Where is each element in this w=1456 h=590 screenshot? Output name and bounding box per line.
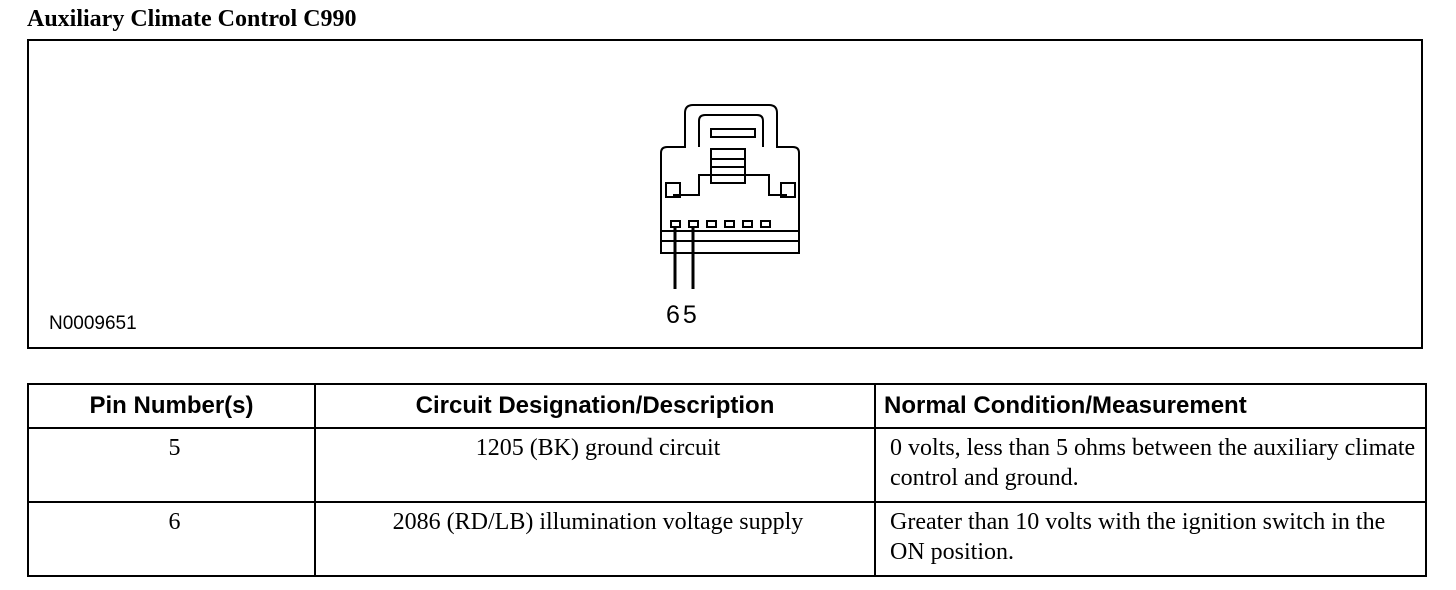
header-measurement: Normal Condition/Measurement — [874, 383, 1427, 429]
connector-latch — [698, 114, 764, 147]
pin-table: Pin Number(s) Circuit Designation/Descri… — [27, 383, 1427, 577]
pin-cavity-6 — [670, 220, 681, 228]
header-pin-number: Pin Number(s) — [27, 383, 316, 429]
table-row: 5 1205 (BK) ground circuit 0 volts, less… — [27, 427, 1427, 503]
cell-measurement: 0 volts, less than 5 ohms between the au… — [874, 427, 1427, 503]
latch-slot — [710, 128, 756, 138]
connector-drawing — [660, 104, 800, 289]
connector-housing — [660, 104, 800, 254]
table-header-row: Pin Number(s) Circuit Designation/Descri… — [27, 383, 1427, 429]
cell-measurement: Greater than 10 volts with the ignition … — [874, 501, 1427, 577]
figure-id: N0009651 — [49, 313, 137, 334]
header-circuit: Circuit Designation/Description — [314, 383, 876, 429]
pin-label-6: 6 — [666, 301, 680, 329]
cell-pin: 6 — [27, 501, 316, 577]
pin-cavity-2 — [742, 220, 753, 228]
table-row: 6 2086 (RD/LB) illumination voltage supp… — [27, 501, 1427, 577]
pin-cavity-1 — [760, 220, 771, 228]
pin-label-5: 5 — [682, 301, 697, 329]
pin-cavity-4 — [706, 220, 717, 228]
left-tab — [665, 182, 681, 198]
cell-pin: 5 — [27, 427, 316, 503]
pin-cavity-5 — [688, 220, 699, 228]
cell-circuit: 2086 (RD/LB) illumination voltage supply — [314, 501, 876, 577]
page-title: Auxiliary Climate Control C990 — [27, 6, 357, 32]
pin-cavity-3 — [724, 220, 735, 228]
right-tab — [780, 182, 796, 198]
cell-circuit: 1205 (BK) ground circuit — [314, 427, 876, 503]
